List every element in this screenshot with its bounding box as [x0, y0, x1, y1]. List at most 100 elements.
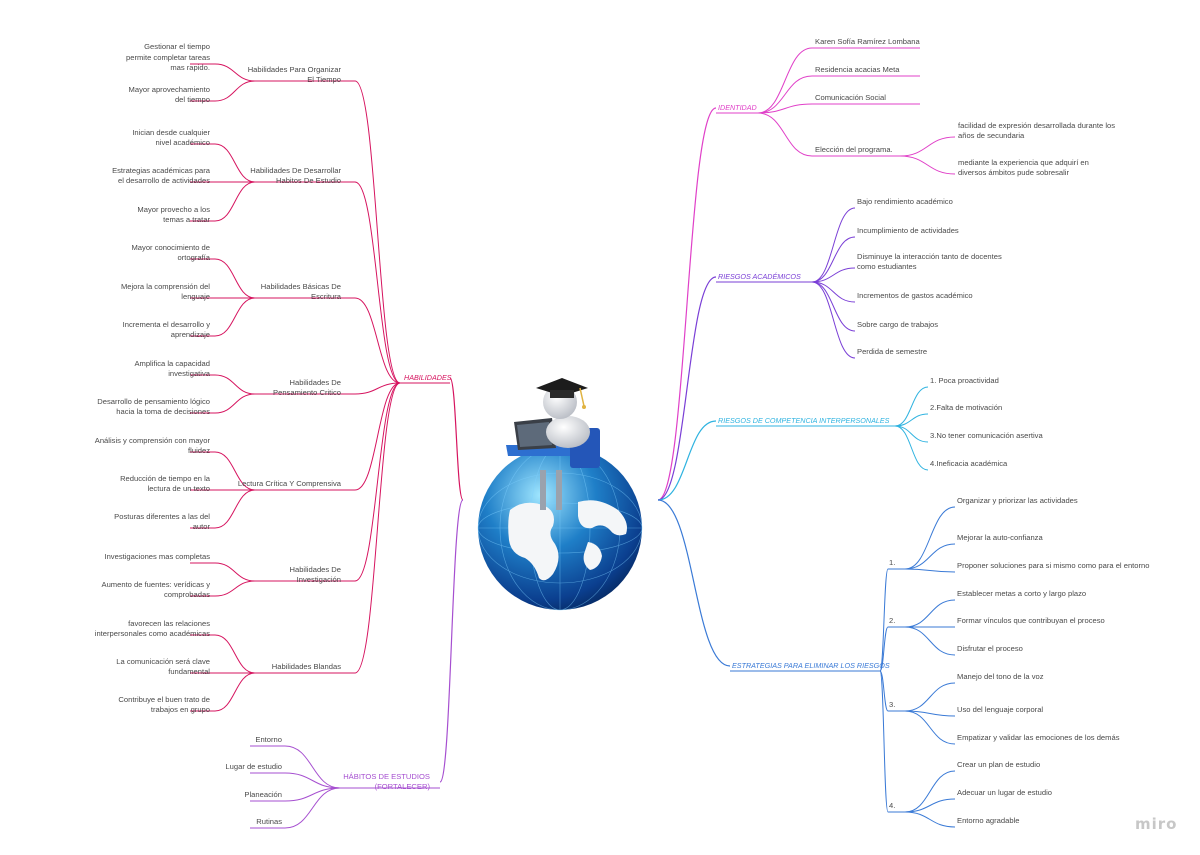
identidad-item[interactable]: Elección del programa.: [815, 144, 893, 154]
connector-competencia: [894, 425, 929, 443]
estrategia-item[interactable]: Crear un plan de estudio: [957, 759, 1041, 769]
connector-eleccion: [899, 136, 956, 157]
connector-habilidad: [354, 80, 401, 384]
riesgo-item[interactable]: Bajo rendimiento académico: [857, 196, 953, 206]
eleccion-item[interactable]: facilidad de expresión desarrollada dura…: [958, 120, 1116, 141]
connector-competencia: [894, 386, 929, 427]
connector-estrategia-item: [904, 626, 956, 656]
connector-habilidad-item: [214, 451, 256, 491]
estrategia-item[interactable]: Establecer metas a corto y largo plazo: [957, 588, 1087, 598]
connector-habilidad-item: [214, 393, 256, 414]
habilidad-node[interactable]: Habilidades Blandas: [271, 661, 341, 671]
connector-habilidad-item: [214, 374, 256, 395]
competencia-item[interactable]: 1. Poca proactividad: [930, 375, 999, 385]
habilidad-item[interactable]: Investigaciones mas completas: [104, 551, 210, 561]
habito-item[interactable]: Planeación: [244, 789, 282, 799]
competencia-item[interactable]: 3.No tener comunicación asertiva: [930, 430, 1043, 440]
branch-habitos[interactable]: HÁBITOS DE ESTUDIOS(FORTALECER): [343, 771, 430, 792]
estrategia-item[interactable]: Formar vínculos que contribuyan el proce…: [957, 615, 1105, 625]
competencia-item[interactable]: 2.Falta de motivación: [930, 402, 1003, 412]
connector-estrategia-item: [904, 599, 956, 628]
connector-habilidad: [354, 382, 401, 674]
branch-identidad[interactable]: IDENTIDAD: [718, 102, 757, 112]
connector-riesgo: [811, 236, 856, 283]
connector-habilidad: [354, 181, 401, 384]
habito-item[interactable]: Rutinas: [256, 816, 282, 826]
riesgo-item[interactable]: Incumplimiento de actividades: [857, 225, 959, 235]
connector-habilidad-item: [214, 580, 256, 597]
connector-habilidad-item: [214, 143, 256, 183]
connector-identidad-item: [757, 103, 813, 114]
connector-competencia: [894, 425, 929, 471]
connector-estrategia-item: [904, 710, 956, 745]
branch-riesgos-competencia[interactable]: RIESGOS DE COMPETENCIA INTERPERSONALES: [718, 415, 890, 425]
connector-estrategia-item: [904, 568, 956, 573]
riesgo-item[interactable]: Sobre cargo de trabajos: [857, 319, 939, 329]
connector-habilidad-item: [214, 562, 256, 582]
connector-habito: [284, 787, 341, 802]
riesgo-item[interactable]: Incrementos de gastos académico: [857, 290, 973, 300]
globe-student-icon: [477, 378, 643, 611]
estrategia-item[interactable]: Uso del lenguaje corporal: [957, 704, 1044, 714]
branch-estrategias[interactable]: ESTRATEGIAS PARA ELIMINAR LOS RIESGOS: [732, 660, 890, 670]
connector-habilidad-item: [214, 63, 256, 82]
estrategia-item[interactable]: Entorno agradable: [957, 815, 1020, 825]
competencia-item[interactable]: 4.Ineficacia académica: [930, 458, 1008, 468]
habito-item[interactable]: Entorno: [255, 734, 282, 744]
connector-habilidad: [354, 382, 401, 395]
connector-habilidad-item: [214, 297, 256, 337]
connector-estrategia-item: [904, 506, 956, 570]
connector-habilidad-item: [214, 258, 256, 299]
habito-item[interactable]: Lugar de estudio: [225, 761, 282, 771]
connector-habilidades: [449, 377, 464, 501]
branch-habilidades[interactable]: HABILIDADES: [404, 372, 452, 382]
estrategia-number[interactable]: 3.: [889, 699, 896, 709]
estrategia-item[interactable]: Disfrutar el proceso: [957, 643, 1023, 653]
connector-habito: [284, 772, 341, 789]
riesgo-item[interactable]: Perdida de semestre: [857, 346, 928, 356]
estrategia-item[interactable]: Adecuar un lugar de estudio: [957, 787, 1052, 797]
branch-riesgos-academicos[interactable]: RIESGOS ACADÉMICOS: [718, 271, 801, 281]
estrategia-item[interactable]: Proponer soluciones para si mismo como p…: [957, 560, 1150, 570]
habilidad-node[interactable]: Lectura Crítica Y Comprensiva: [237, 478, 341, 488]
estrategia-item[interactable]: Mejorar la auto-confianza: [957, 532, 1043, 542]
connector-identidad-item: [757, 47, 813, 114]
estrategia-number[interactable]: 4.: [889, 800, 896, 810]
connector-habilidad-item: [214, 181, 256, 222]
estrategia-item[interactable]: Empatizar y validar las emociones de los…: [957, 732, 1120, 742]
connector-eleccion: [899, 155, 956, 175]
identidad-item[interactable]: Comunicación Social: [815, 92, 886, 102]
connector-estrategia: [879, 626, 889, 672]
estrategia-item[interactable]: Organizar y priorizar las actividades: [957, 495, 1078, 505]
identidad-item[interactable]: Karen Sofía Ramírez Lombana: [815, 36, 920, 46]
riesgo-item[interactable]: Disminuye la interacción tanto de docent…: [857, 251, 1002, 272]
estrategia-number[interactable]: 1.: [889, 557, 896, 567]
estrategia-number[interactable]: 2.: [889, 615, 896, 625]
identidad-item[interactable]: Residencia acacias Meta: [815, 64, 900, 74]
estrategia-item[interactable]: Manejo del tono de la voz: [957, 671, 1044, 681]
